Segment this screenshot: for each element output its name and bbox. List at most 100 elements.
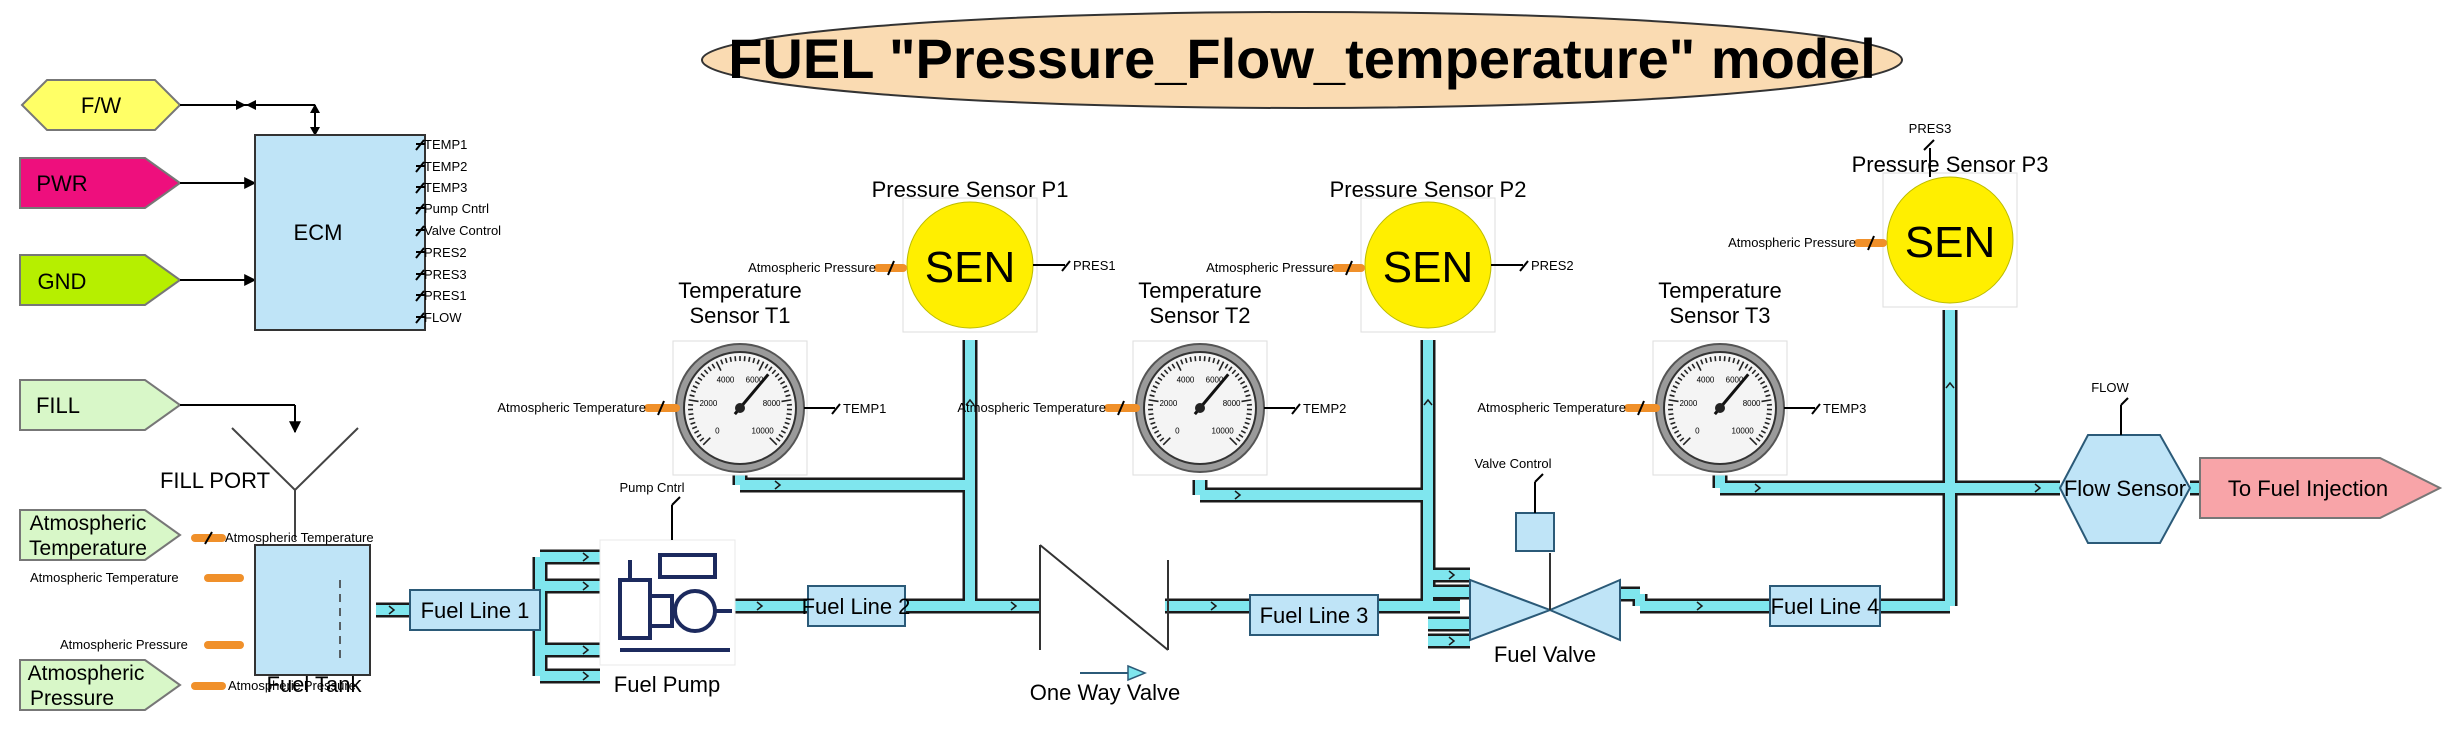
gauge-tick bbox=[1695, 361, 1702, 371]
temperature-sensor-output-tick bbox=[831, 403, 841, 415]
port-atm-temp-line1: Atmospheric bbox=[30, 512, 147, 535]
fuel-line-3-label: Fuel Line 3 bbox=[1260, 603, 1369, 628]
gauge-scale-label: 10000 bbox=[1732, 427, 1755, 436]
gauge-scale-label: 2000 bbox=[1159, 399, 1177, 408]
port-atm-temp-line2: Temperature bbox=[29, 537, 147, 560]
gauge-tick bbox=[1738, 361, 1745, 371]
fuel-tank[interactable]: Fuel Tank bbox=[254, 544, 371, 697]
gauge-tick bbox=[1757, 376, 1763, 382]
pressure-sensor-sen-label: SEN bbox=[1905, 218, 1995, 267]
to-fuel-injection-label: To Fuel Injection bbox=[2228, 476, 2388, 501]
gauge-tick bbox=[1167, 366, 1172, 372]
gauge-scale-label: 6000 bbox=[1726, 375, 1744, 384]
ecm-output-tick bbox=[415, 203, 425, 215]
fuel-line-4[interactable]: Fuel Line 4 bbox=[1769, 585, 1881, 627]
gauge-tick bbox=[1680, 373, 1686, 378]
fuel-line-1[interactable]: Fuel Line 1 bbox=[409, 589, 541, 631]
gauge-tick bbox=[1244, 421, 1250, 425]
gauge-tick bbox=[702, 437, 711, 446]
ecm-output-8[interactable]: FLOW bbox=[415, 310, 462, 325]
ecm-output-tick bbox=[415, 290, 425, 302]
gauge-scale-label: 2000 bbox=[1679, 399, 1697, 408]
ecm-output-5[interactable]: PRES2 bbox=[415, 245, 467, 260]
fuel-line-3[interactable]: Fuel Line 3 bbox=[1249, 594, 1379, 636]
gauge-tick bbox=[711, 363, 716, 369]
gauge-tick bbox=[1704, 357, 1708, 364]
gauge-tick bbox=[1162, 437, 1171, 446]
gauge-tick bbox=[1238, 433, 1244, 438]
gauge-tick bbox=[1240, 380, 1246, 385]
gauge-scale-label: 8000 bbox=[1743, 399, 1761, 408]
gauge-tick bbox=[1760, 429, 1766, 434]
ecm-output-1[interactable]: TEMP2 bbox=[415, 159, 467, 174]
tank-in-temp-top: Atmospheric Temperature bbox=[225, 530, 374, 545]
port-pwr[interactable]: PWR bbox=[19, 157, 182, 209]
port-atmospheric-temperature[interactable]: Atmospheric Temperature bbox=[19, 509, 182, 561]
gauge-tick bbox=[1154, 429, 1160, 434]
gauge-tick bbox=[729, 356, 732, 362]
gauge-tick bbox=[689, 394, 695, 398]
gauge-tick bbox=[1150, 421, 1156, 425]
gauge-tick bbox=[1669, 394, 1675, 398]
temperature-sensor-title-line1: Temperature bbox=[1138, 278, 1262, 303]
flow-sensor[interactable]: Flow Sensor bbox=[2058, 434, 2192, 544]
gauge-tick bbox=[707, 366, 712, 372]
gauge-tick bbox=[1676, 433, 1682, 438]
ecm-block[interactable]: ECM bbox=[254, 134, 426, 331]
gauge-tick bbox=[1148, 399, 1159, 403]
ecm-output-6[interactable]: PRES3 bbox=[415, 267, 467, 282]
ecm-output-0[interactable]: TEMP1 bbox=[415, 137, 467, 152]
diagram-title: FUEL "Pressure_Flow_temperature" model bbox=[728, 27, 1876, 90]
ecm-output-7[interactable]: PRES1 bbox=[415, 288, 467, 303]
port-atmospheric-pressure[interactable]: Atmospheric Pressure bbox=[19, 659, 182, 711]
ecm-output-tick bbox=[415, 269, 425, 281]
port-fill[interactable]: FILL bbox=[19, 379, 182, 431]
pressure-sensor-output-tick bbox=[1061, 260, 1071, 272]
port-fill-label: FILL bbox=[36, 393, 80, 418]
pressure-sensor-sen-label: SEN bbox=[1383, 243, 1473, 292]
gauge-tick bbox=[1149, 417, 1155, 421]
pressure-sensor-sen-label: SEN bbox=[925, 243, 1015, 292]
fuel-line-2[interactable]: Fuel Line 2 bbox=[802, 585, 911, 627]
temperature-sensor-input-tick bbox=[1117, 400, 1125, 416]
valve-control-label: Valve Control bbox=[1474, 456, 1551, 471]
fuel-valve[interactable]: Fuel Valve bbox=[1469, 512, 1621, 667]
gauge-tick bbox=[780, 380, 786, 385]
ecm-output-tick bbox=[415, 225, 425, 237]
to-fuel-injection-port[interactable]: To Fuel Injection bbox=[2199, 457, 2443, 519]
fuel-line-4-label: Fuel Line 4 bbox=[1771, 594, 1880, 619]
gauge-scale-label: 6000 bbox=[746, 375, 764, 384]
port-gnd[interactable]: GND bbox=[19, 254, 182, 306]
pressure-sensor-output-tick bbox=[1519, 260, 1529, 272]
port-fw[interactable]: F/W bbox=[20, 79, 182, 131]
gauge-tick bbox=[1242, 385, 1248, 389]
ecm-output-label: PRES2 bbox=[424, 245, 467, 260]
gauge-tick bbox=[1237, 376, 1243, 382]
pressure-sensor-title: Pressure Sensor P1 bbox=[872, 177, 1069, 202]
temperature-sensor-output-tick bbox=[1811, 403, 1821, 415]
port-pwr-label: PWR bbox=[36, 171, 87, 196]
gauge-tick bbox=[1672, 385, 1678, 389]
fuel-pump[interactable]: Fuel Pump bbox=[599, 539, 736, 697]
gauge-tick bbox=[700, 373, 706, 378]
pressure-sensor-output-label: PRES2 bbox=[1531, 258, 1574, 273]
pressure-sensor-input-tick bbox=[1867, 235, 1875, 251]
gauge-tick bbox=[764, 363, 769, 369]
gauge-tick bbox=[1677, 376, 1683, 382]
gauge-tick bbox=[690, 389, 697, 393]
gauge-tick bbox=[1150, 389, 1157, 393]
ecm-output-3[interactable]: Pump Cntrl bbox=[415, 201, 489, 216]
gauge-tick bbox=[1765, 417, 1771, 421]
gauge-tick bbox=[1744, 363, 1749, 369]
gauge-tick bbox=[1682, 437, 1691, 446]
ecm-output-4[interactable]: Valve Control bbox=[415, 223, 501, 238]
ecm-output-2[interactable]: TEMP3 bbox=[415, 180, 467, 195]
one-way-valve[interactable]: One Way Valve bbox=[1030, 544, 1180, 705]
